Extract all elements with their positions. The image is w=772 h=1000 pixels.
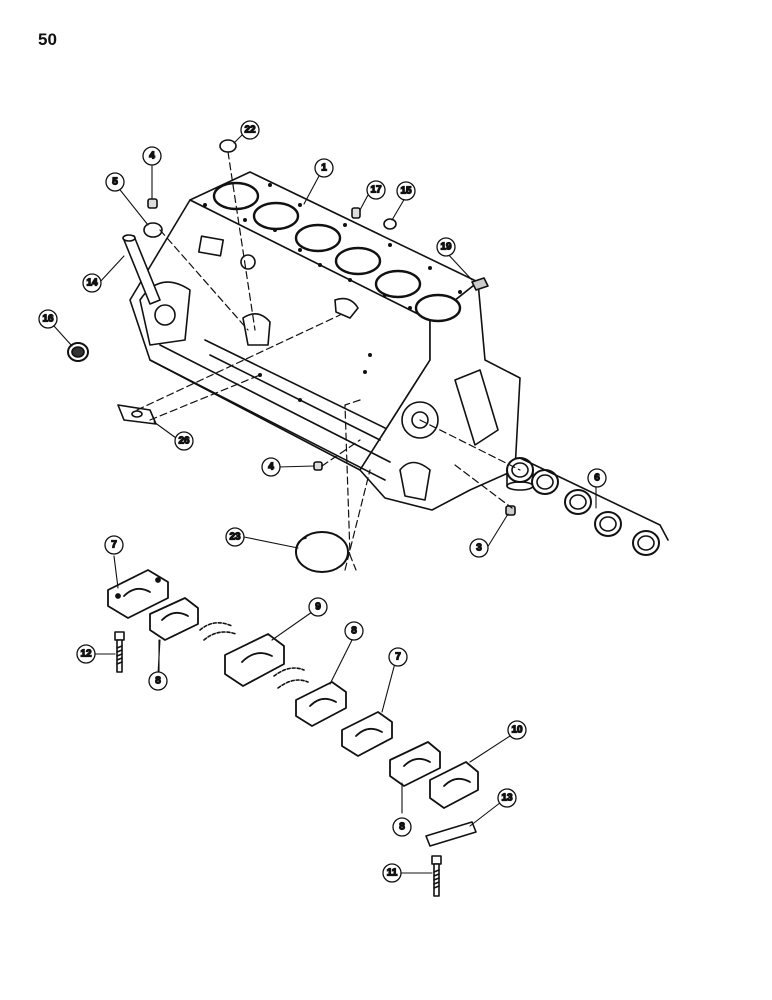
callout-4-bottom: 4 <box>261 457 281 477</box>
svg-text:8: 8 <box>399 822 405 833</box>
svg-text:7: 7 <box>395 652 401 663</box>
callout-13: 13 <box>497 788 517 808</box>
page-number: 50 <box>38 30 57 49</box>
svg-text:10: 10 <box>511 725 523 736</box>
svg-text:13: 13 <box>501 793 513 804</box>
svg-text:4: 4 <box>268 462 274 473</box>
fitting-19 <box>471 277 489 291</box>
callout-9: 9 <box>308 597 328 617</box>
callout-17: 17 <box>366 180 386 200</box>
plug-23 <box>295 531 349 573</box>
callout-8-b: 8 <box>344 621 364 641</box>
plug-15 <box>383 218 397 230</box>
svg-text:8: 8 <box>155 676 161 687</box>
thrust-washer-a <box>199 622 233 631</box>
callout-7-b: 7 <box>388 647 408 667</box>
cam-bearings-6 <box>506 457 669 556</box>
callout-3: 3 <box>469 538 489 558</box>
cylinder-block <box>129 171 521 511</box>
svg-text:17: 17 <box>370 185 382 196</box>
bolt-12 <box>431 855 442 897</box>
callout-10: 10 <box>507 720 527 740</box>
svg-text:11: 11 <box>387 868 398 879</box>
svg-text:5: 5 <box>112 177 118 188</box>
plug-17 <box>351 207 361 219</box>
svg-text:3: 3 <box>476 543 482 554</box>
bearing-cap-10 <box>429 761 479 809</box>
svg-text:22: 22 <box>244 125 256 136</box>
reference-lines <box>136 151 521 571</box>
svg-text:12: 12 <box>80 649 92 660</box>
callout-1: 1 <box>314 158 334 178</box>
plug-4-top <box>147 198 158 209</box>
svg-text:4: 4 <box>149 151 155 162</box>
svg-text:7: 7 <box>111 540 117 551</box>
svg-text:1: 1 <box>321 163 327 174</box>
callout-22: 22 <box>240 120 260 140</box>
callout-19: 19 <box>436 237 456 257</box>
plate-13 <box>425 821 477 847</box>
svg-text:8: 8 <box>351 626 357 637</box>
callout-15: 15 <box>396 181 416 201</box>
svg-text:6: 6 <box>594 473 600 484</box>
callout-8-a: 8 <box>148 671 168 691</box>
callout-16: 16 <box>38 309 58 329</box>
callouts: 22 4 5 1 17 15 19 14 16 26 4 6 3 23 7 12… <box>38 120 607 883</box>
callout-7-a: 7 <box>104 535 124 555</box>
bolt-11 <box>114 631 125 673</box>
leader-lines <box>53 134 597 874</box>
bearing-cap-9 <box>224 633 285 687</box>
gasket-26 <box>117 404 157 425</box>
callout-4-top: 4 <box>142 146 162 166</box>
svg-text:16: 16 <box>42 314 54 325</box>
bearing-cap-8-c <box>389 741 441 787</box>
plug-5 <box>143 222 163 238</box>
plug-3 <box>505 505 516 516</box>
bearing-cap-7-a <box>107 569 169 619</box>
callout-11: 12 <box>76 644 96 664</box>
plug-22 <box>219 139 237 153</box>
callout-12: 11 <box>382 863 402 883</box>
svg-text:15: 15 <box>400 186 412 197</box>
bearing-cap-7-b <box>341 711 393 757</box>
callout-8-c: 8 <box>392 817 412 837</box>
svg-text:26: 26 <box>178 436 190 447</box>
svg-text:19: 19 <box>440 242 452 253</box>
callout-14: 14 <box>82 273 102 293</box>
callout-5: 5 <box>105 172 125 192</box>
svg-text:9: 9 <box>315 602 321 613</box>
callout-6: 6 <box>587 468 607 488</box>
bearing-cap-8-b <box>295 681 347 727</box>
plug-4-bottom <box>313 461 323 471</box>
svg-text:14: 14 <box>86 278 98 289</box>
bearing-cap-8-a <box>149 597 199 641</box>
thrust-washer-b <box>273 667 305 677</box>
callout-26: 26 <box>174 431 194 451</box>
callout-23: 23 <box>225 527 245 547</box>
svg-text:23: 23 <box>229 532 241 543</box>
